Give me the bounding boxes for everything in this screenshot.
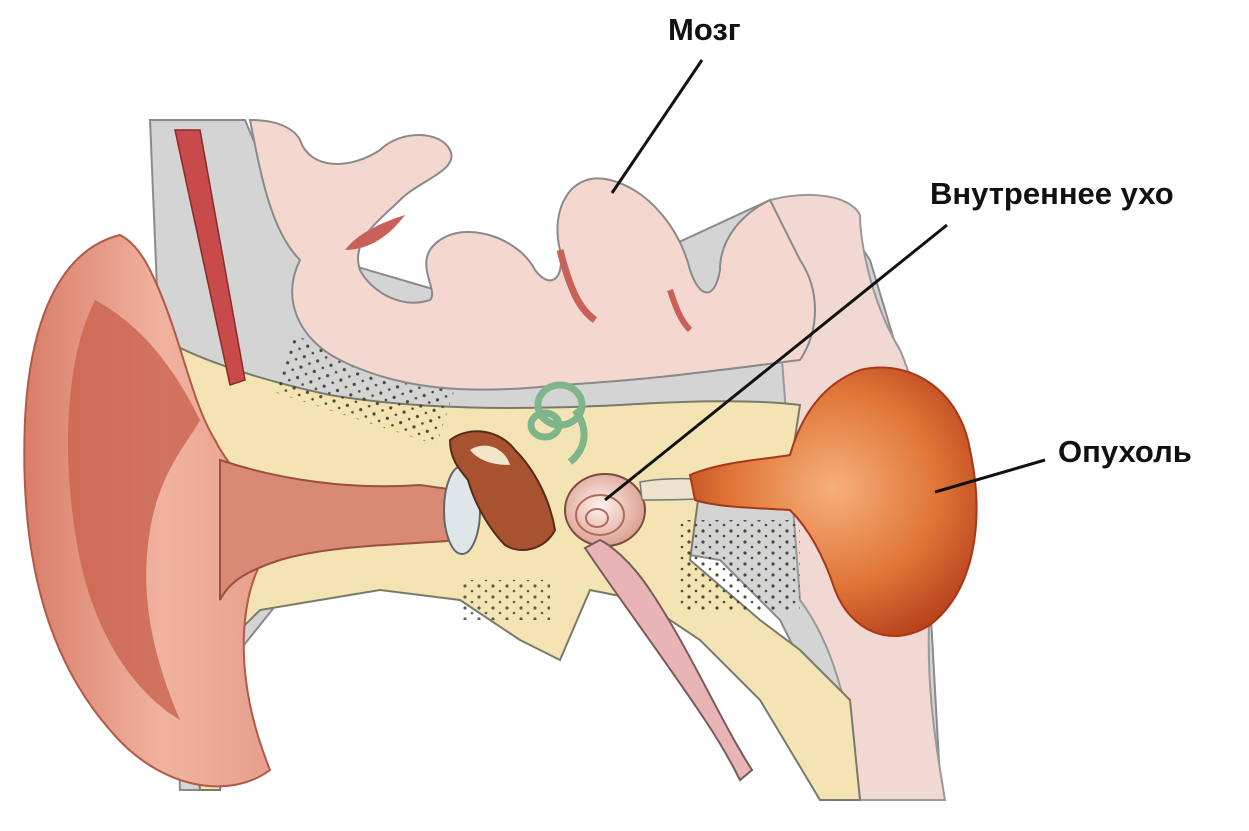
label-inner-ear: Внутреннее ухо [930, 178, 1174, 209]
brain-pointer-line [612, 60, 702, 193]
label-brain: Мозг [668, 14, 741, 45]
label-tumor: Опухоль [1058, 436, 1192, 467]
brain-tissue [250, 120, 815, 390]
cochlea [565, 474, 645, 546]
